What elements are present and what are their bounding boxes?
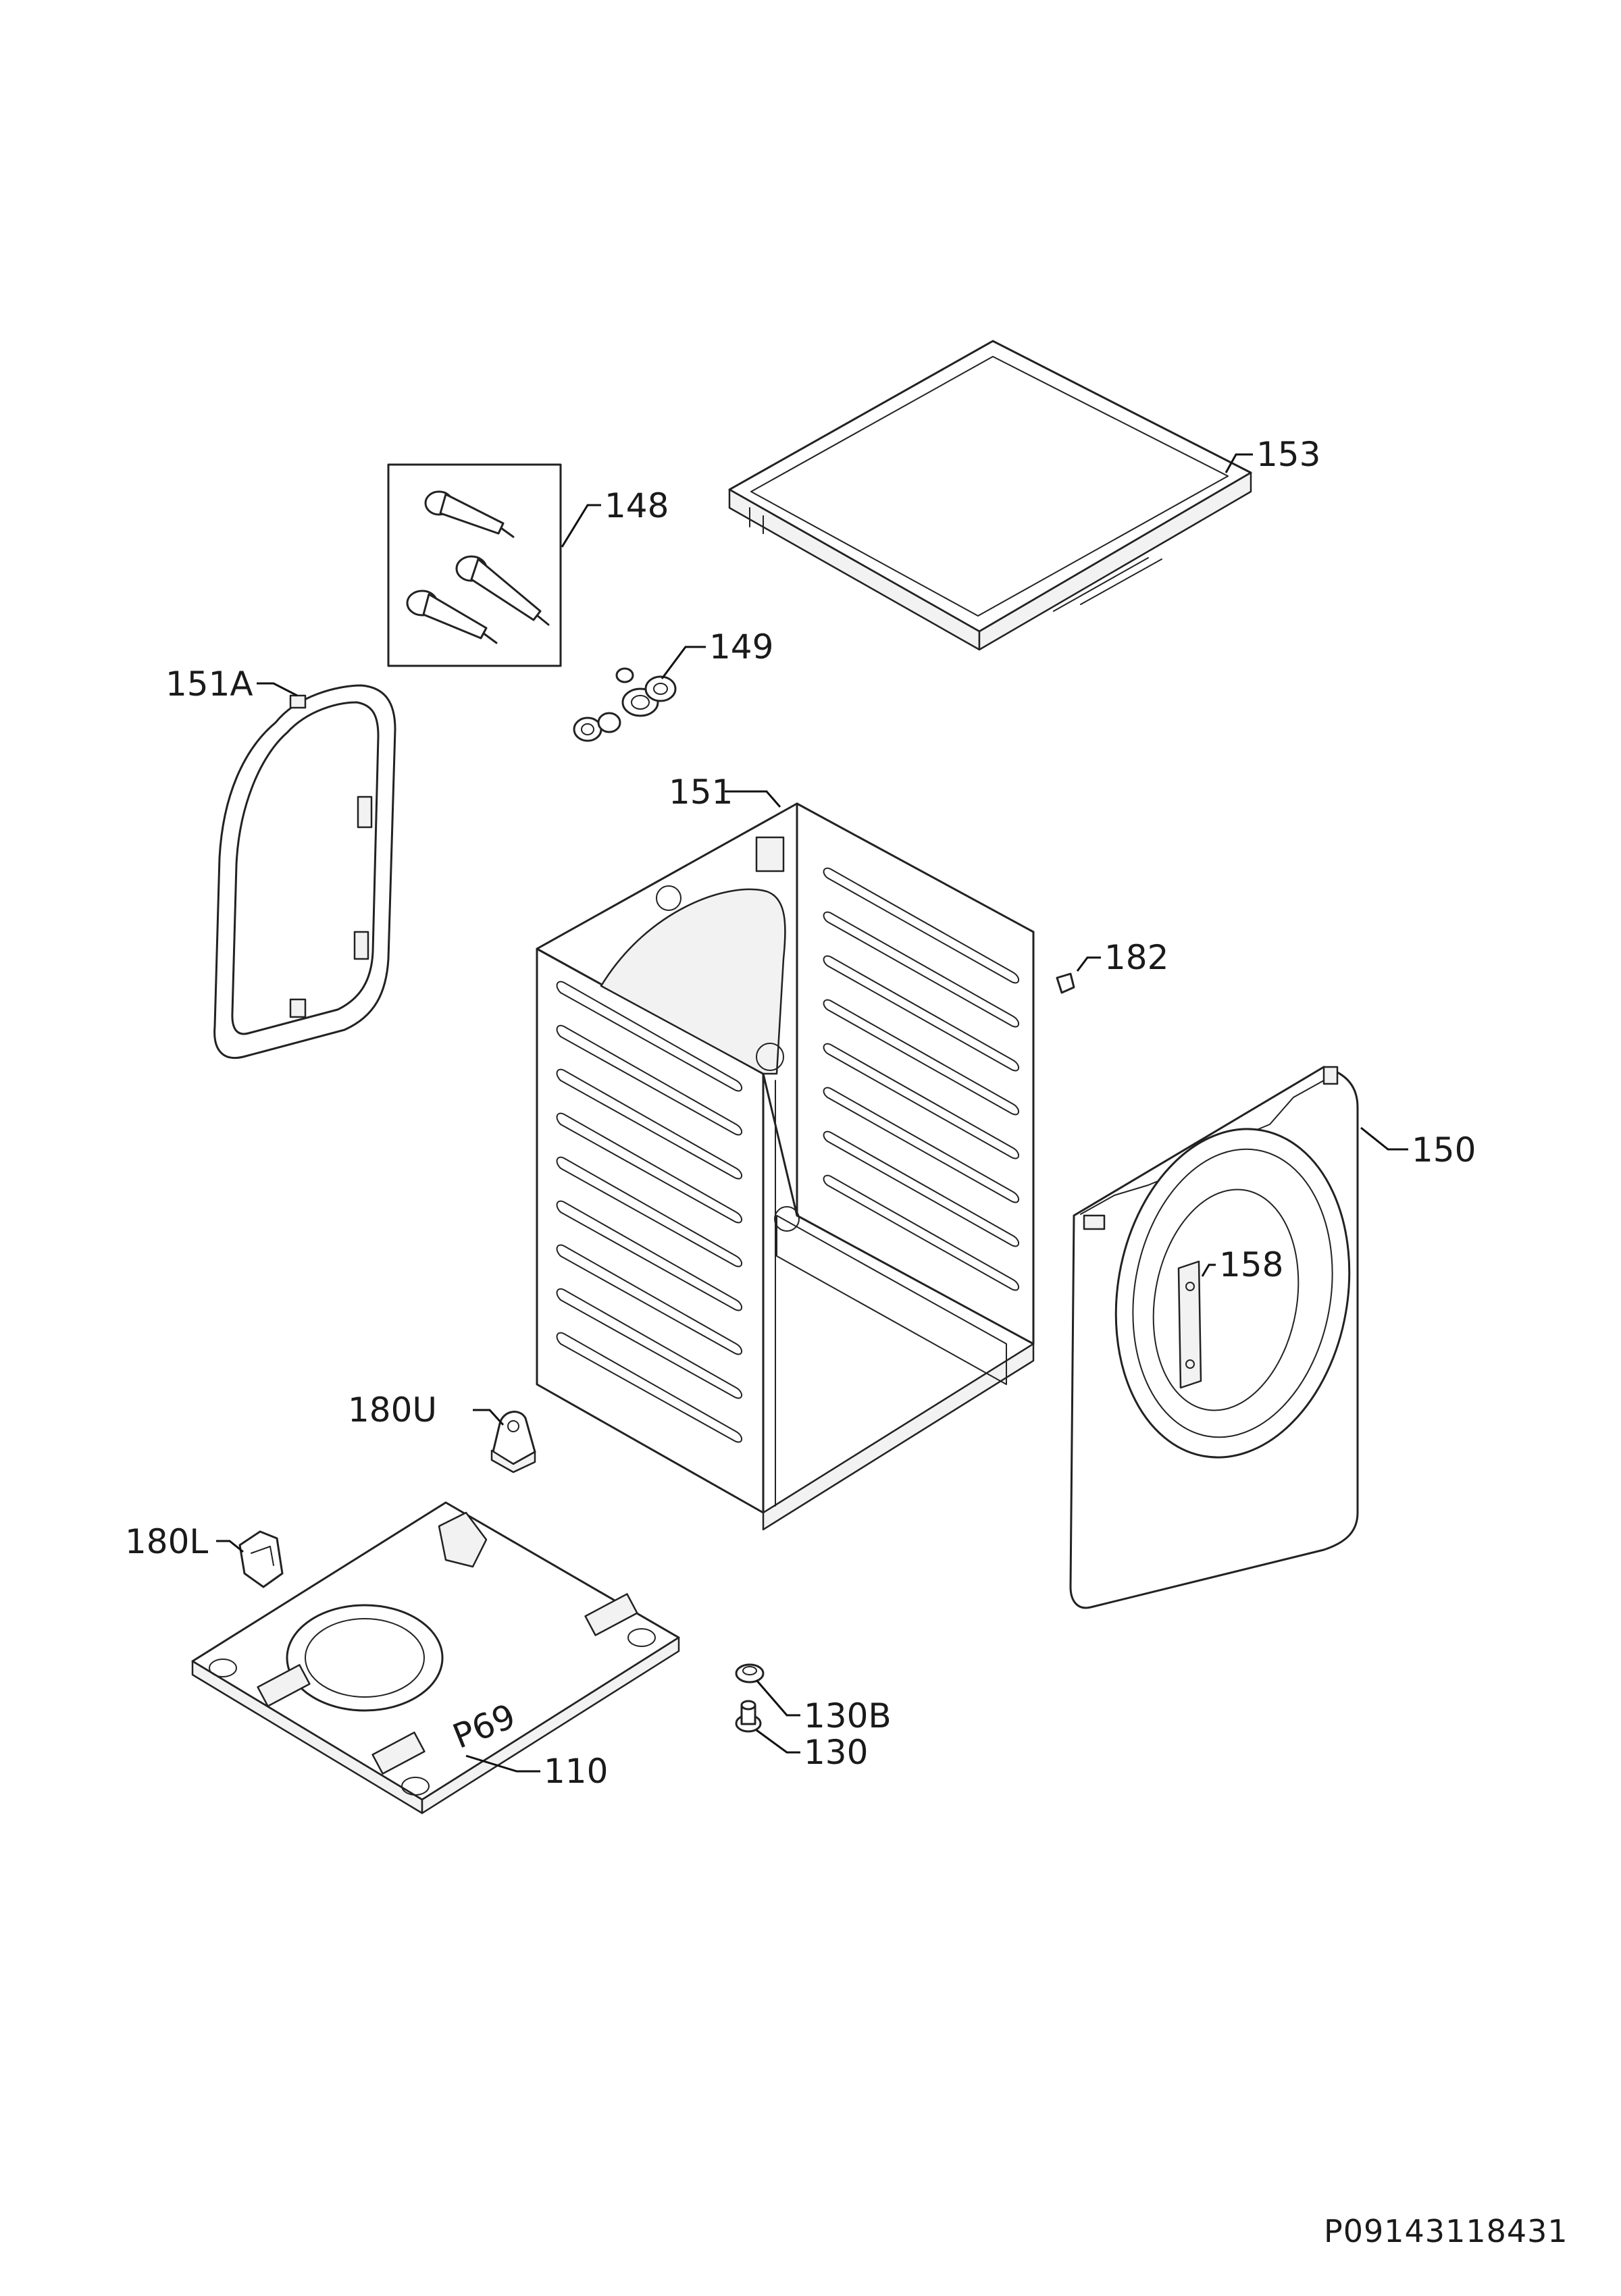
right-panel-ribs [823,867,1019,1291]
callout-110: 110 [544,1752,608,1791]
part-153-top-lid [728,340,1252,651]
part-110-base: P69 [191,1501,680,1815]
callout-153: 153 [1256,435,1320,474]
left-panel-ribs [556,981,742,1443]
document-code: P09143118431 [1324,2213,1568,2249]
leader-lines [216,453,1408,1773]
callout-180U: 180U [348,1390,437,1430]
part-151-cabinet [536,802,1035,1531]
callout-158: 158 [1219,1245,1283,1284]
bolt-3 [406,590,498,644]
part-158-hinge [1177,1260,1202,1389]
part-149-caps [573,667,677,742]
callout-150: 150 [1412,1130,1476,1170]
callout-180L: 180L [125,1522,208,1561]
callout-130B: 130B [804,1696,892,1736]
part-148-transport-bolts [387,463,562,667]
part-182-clip [1056,972,1075,994]
callout-151A: 151A [165,664,253,704]
callout-151: 151 [669,773,733,812]
part-151A-seal-frame [213,684,396,1059]
callout-130: 130 [804,1733,868,1772]
part-180L-lower-hinge [238,1530,284,1588]
bolt-2 [455,555,550,626]
callout-149: 149 [709,627,773,667]
part-180U-upper-hinge [490,1411,536,1473]
part-130B-nut [735,1663,765,1684]
callout-182: 182 [1104,938,1168,977]
bolt-1 [424,490,515,538]
callout-148: 148 [604,486,669,525]
part-130-foot [735,1700,762,1733]
part-150-front-panel [1069,1066,1359,1609]
